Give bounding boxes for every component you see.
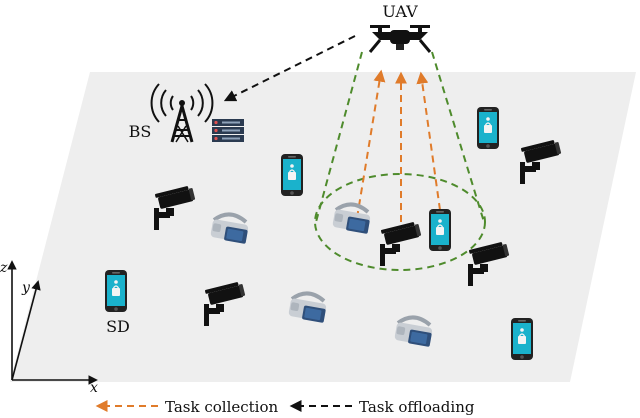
smartphone-icon <box>280 153 304 197</box>
coverage-cone-right <box>431 51 485 223</box>
axis-label-x: x <box>90 380 98 396</box>
smartphone-icon <box>476 106 500 150</box>
smartphone-icon <box>428 208 452 252</box>
uav-label: UAV <box>382 2 418 21</box>
axis-label-z: z <box>0 260 8 276</box>
collection-arrow-1 <box>356 69 386 219</box>
bs-label: BS <box>129 122 152 141</box>
base-station-tower-icon <box>150 83 214 143</box>
legend-collection-label: Task collection <box>165 398 278 416</box>
server-rack-icon <box>212 119 244 142</box>
smartphone-icon <box>510 317 534 361</box>
axis-label-y: y <box>21 280 31 296</box>
smartphone-icon <box>104 269 128 313</box>
ground-plane <box>10 72 636 382</box>
legend: Task collection Task offloading <box>95 398 475 416</box>
sd-label: SD <box>106 317 130 336</box>
collection-arrow-3 <box>416 71 441 211</box>
uav-drone-icon <box>368 25 432 53</box>
coverage-cone-left <box>315 51 363 223</box>
offloading-arrow <box>223 35 356 102</box>
legend-offloading-label: Task offloading <box>359 398 475 416</box>
coordinate-axes <box>7 260 98 385</box>
